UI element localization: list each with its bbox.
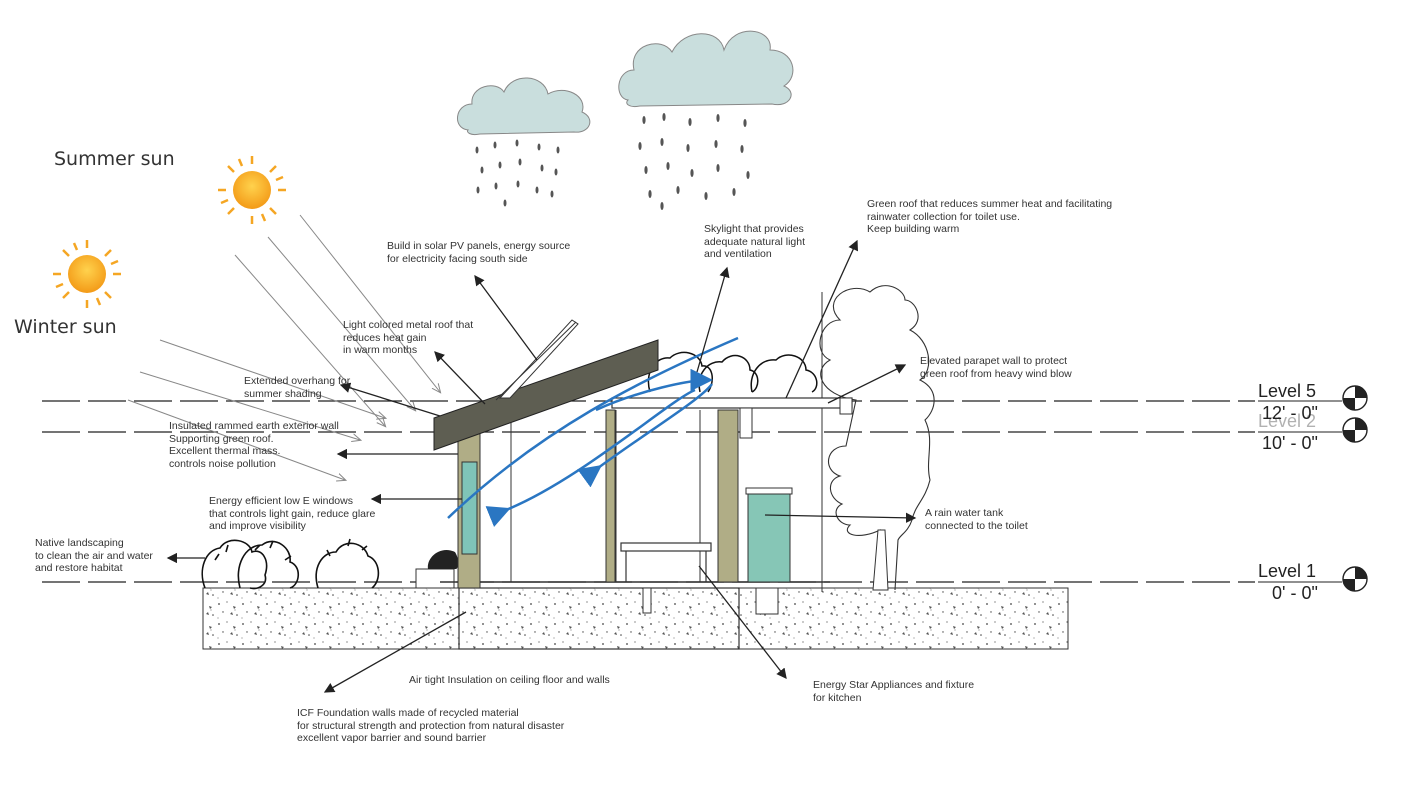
annotation-landscaping: Native landscaping to clean the air and … bbox=[35, 537, 153, 574]
annotation-parapet: Elevated parapet wall to protect green r… bbox=[920, 355, 1072, 380]
annotation-metal-roof: Light colored metal roof that reduces he… bbox=[343, 319, 474, 356]
low-e-window bbox=[461, 461, 478, 555]
level-1-elevation: 0' - 0" bbox=[1272, 583, 1318, 603]
ground-slab bbox=[202, 587, 1069, 650]
annotation-energy-star: Energy Star Appliances and fixture for k… bbox=[813, 679, 975, 704]
annotation-skylight: Skylight that provides adequate natural … bbox=[704, 223, 805, 260]
level-5-name: Level 5 bbox=[1258, 381, 1317, 401]
level-5-elevation: 12' - 0" bbox=[1262, 403, 1318, 423]
winter-sun-icon bbox=[53, 240, 121, 308]
green-roof-slab bbox=[611, 397, 853, 409]
rain-cloud-icon bbox=[457, 77, 591, 207]
annotation-overhang: Extended overhang for summer shading bbox=[244, 375, 351, 400]
annotation-solar-pv: Build in solar PV panels, energy source … bbox=[387, 240, 571, 265]
summer-sun-label: Summer sun bbox=[54, 148, 175, 170]
rain-cloud-icon bbox=[618, 30, 794, 210]
level-2-name: Level 2 bbox=[1258, 411, 1317, 431]
annotation-low-e-windows: Energy efficient low E windows that cont… bbox=[209, 495, 376, 532]
kitchen-counter bbox=[620, 542, 712, 552]
sun-rays bbox=[127, 214, 440, 480]
level-marker-icon bbox=[1342, 566, 1368, 592]
airflow-arrows bbox=[447, 336, 739, 528]
annotation-icf: ICF Foundation walls made of recycled ma… bbox=[297, 707, 565, 744]
leader-arrows bbox=[166, 239, 917, 693]
shrub-icon bbox=[201, 538, 380, 590]
rain-tank bbox=[747, 491, 791, 583]
tree-icon bbox=[819, 285, 935, 591]
annotation-rain-tank: A rain water tank connected to the toile… bbox=[925, 507, 1028, 532]
annotation-green-roof: Green roof that reduces summer heat and … bbox=[867, 198, 1113, 235]
summer-sun-icon bbox=[218, 156, 286, 224]
level-1-name: Level 1 bbox=[1258, 561, 1317, 581]
level-2-elevation: 10' - 0" bbox=[1262, 433, 1318, 453]
annotation-rammed-earth: Insulated rammed earth exterior wall Sup… bbox=[169, 420, 339, 470]
annotation-insulation: Air tight Insulation on ceiling floor an… bbox=[409, 674, 610, 686]
metal-roof bbox=[433, 339, 659, 451]
level-marker-icon bbox=[1342, 417, 1368, 443]
level-marker-icon bbox=[1342, 385, 1368, 411]
winter-sun-label: Winter sun bbox=[14, 316, 117, 338]
